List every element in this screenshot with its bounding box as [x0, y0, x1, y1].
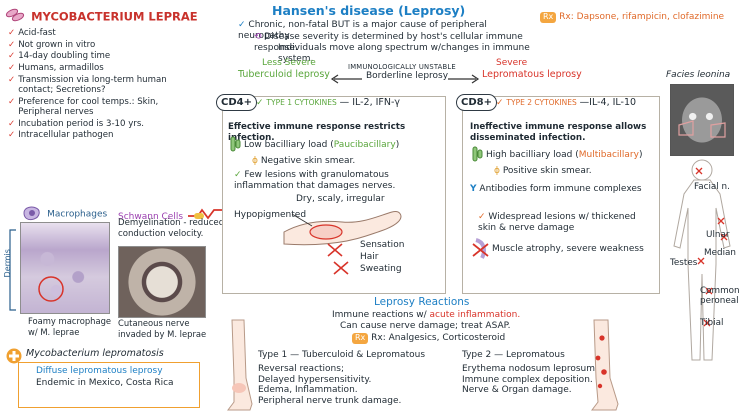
bacteria-icon	[4, 7, 26, 27]
muscle-icon	[472, 238, 490, 264]
page-title: Hansen's disease (Leprosy)	[272, 3, 466, 18]
lepromatosis-line2: Endemic in Mexico, Costa Rica	[36, 378, 174, 388]
lepromatosis-line1: Diffuse lepromatous leprosy	[36, 366, 163, 376]
cd4-badge: CD4+	[216, 90, 257, 111]
macrophage-label-group: Macrophages	[22, 204, 107, 225]
foamy-macrophage-image	[20, 222, 110, 314]
borderline-label: Borderline leprosy	[366, 71, 449, 81]
organism-header: MYCOBACTERIUM LEPRAE	[4, 6, 204, 27]
type1-cytokines: ✓ Type 1 cytokines — IL-2, IFN-γ	[256, 97, 401, 108]
type2-cytokines: ✓ Type 2 cytokines —IL-4, IL-10	[496, 97, 637, 108]
nerve-label-ulnar: Ulnar	[706, 230, 730, 240]
check-icon: ✓	[496, 98, 504, 108]
header-bullet-1: ✓ Chronic, non-fatal BUT is a major caus…	[238, 20, 487, 41]
tuberculoid-box	[222, 96, 446, 294]
fact-item: ✓Acid-fast	[8, 28, 56, 38]
lepromatous-label: Lepromatous leprosy	[482, 69, 582, 80]
arm-lesion-illustration	[282, 202, 406, 254]
type2-title: Type 2 — Lepromatous	[462, 350, 565, 360]
type2-details: Erythema nodosum leprosum; Immune comple…	[462, 364, 599, 395]
organism-facts: ✓Acid-fast ✓Not grown in vitro ✓14-day d…	[8, 28, 198, 142]
dermis-bracket	[4, 228, 16, 312]
reactions-rx: Rx Rx: Analgesics, Corticosteroid	[352, 333, 505, 344]
nerve-label-facial: Facial n.	[694, 182, 730, 192]
plus-icon	[6, 348, 22, 368]
schwann-label-group: Schwann Cells	[118, 204, 225, 224]
fact-item: ✓Transmission via long-term human contac…	[8, 74, 167, 96]
fact-item: ✓Humans, armadillos	[8, 63, 104, 74]
nerve-label-common-peroneal: Common peroneal	[700, 286, 739, 306]
cross-marks	[326, 240, 356, 284]
unstable-label: Immunologically unstable	[348, 63, 456, 71]
macrophage-icon	[22, 205, 42, 225]
fact-item: ✓Preference for cool temps.: Skin, Perip…	[8, 96, 159, 117]
nerve-icon	[188, 205, 225, 224]
reactions-line2: Can cause nerve damage; treat ASAP.	[340, 321, 511, 331]
spectrum-arrow-left	[330, 69, 364, 88]
fact-item: ✓Incubation period is 3-10 yrs.	[8, 118, 145, 129]
hypopigmented-label: Hypopigmented	[234, 210, 307, 220]
antibodies: Y Antibodies form immune complexes	[470, 184, 642, 194]
header-bullet-2b: Individuals move along spectrum w/change…	[278, 43, 530, 64]
lepromatosis-box: Mycobacterium lepromatosis Diffuse lepro…	[4, 346, 214, 410]
antibody-icon: Y	[470, 184, 477, 194]
cd8-badge: CD8+	[456, 90, 497, 111]
fact-item: ✓14-day doubling time	[8, 51, 111, 62]
lepromatous-box	[462, 96, 660, 294]
nerve-label-testes: Testes	[670, 258, 698, 268]
check-icon: ✓	[256, 98, 264, 108]
ineffective-response: Ineffective immune response allows disse…	[470, 122, 647, 143]
less-severe-label: Less Severe	[262, 58, 316, 68]
rx-icon: Rx	[352, 333, 369, 344]
dermis-label: Dermis	[2, 249, 12, 278]
schwann-label: Schwann Cells	[118, 212, 184, 222]
bacillus-icon-2	[470, 146, 484, 166]
spectrum-arrow-right	[446, 69, 480, 88]
cutaneous-nerve-image	[118, 246, 206, 318]
muscle-atrophy: Muscle atrophy, severe weakness	[492, 244, 644, 254]
leg-illustration-1	[224, 318, 254, 418]
sweating-label: Sweating	[360, 264, 402, 274]
type1-title: Type 1 — Tuberculoid & Lepromatous	[258, 350, 426, 360]
high-load: High bacilliary load (Multibacillary)	[486, 150, 643, 160]
lepromatosis-title: Mycobacterium lepromatosis	[26, 348, 164, 359]
fact-item: ✓Intracellular pathogen	[8, 130, 114, 141]
nerve-label-tibial: Tibial	[700, 318, 724, 328]
sensation-label: Sensation	[360, 240, 405, 250]
low-load: Low bacilliary load (Paucibacillary)	[244, 140, 400, 150]
leg-illustration-2	[586, 318, 620, 418]
effective-response: Effective immune response restricts infe…	[228, 122, 406, 143]
nerve-caption: Cutaneous nerve invaded by M. leprae	[118, 318, 207, 339]
macrophages-label: Macrophages	[47, 209, 108, 220]
swab-icon: ϕ	[252, 156, 258, 166]
severe-label: Severe	[496, 58, 528, 68]
facies-title: Facies leonina	[666, 70, 731, 80]
rx-main: Rx Rx: Dapsone, rifampicin, clofazimine	[540, 12, 724, 23]
fact-item: ✓Not grown in vitro	[8, 39, 96, 50]
header-bullet-2: ⟲ Disease severity is determined by host…	[254, 32, 523, 53]
negative-smear: ϕ Negative skin smear.	[252, 156, 356, 166]
few-lesions: ✓ Few lesions with granulomatous inflamm…	[234, 170, 396, 191]
dry-scaly: Dry, scaly, irregular	[296, 194, 385, 204]
widespread-lesions: ✓ Widespread lesions w/ thickened skin &…	[478, 212, 636, 233]
body-outline	[664, 154, 736, 372]
facies-leonina-image	[670, 84, 734, 156]
nerve-label-median: Median	[704, 248, 736, 258]
reload-icon: ⟲	[254, 32, 262, 42]
reactions-line1: Immune reactions w/ acute inflammation.	[332, 310, 521, 320]
foamy-caption: Foamy macrophage w/ M. leprae	[28, 316, 112, 337]
bacillus-icon	[228, 136, 242, 156]
reactions-title: Leprosy Reactions	[374, 296, 470, 308]
swab-icon: ϕ	[494, 166, 500, 176]
rx-icon: Rx	[540, 12, 557, 23]
positive-smear: ϕ Positive skin smear.	[494, 166, 592, 176]
hair-label: Hair	[360, 252, 379, 262]
tuberculoid-label: Tuberculoid leprosy	[238, 69, 330, 80]
type1-details: Reversal reactions; Delayed hypersensiti…	[258, 364, 402, 406]
demyelination-note: Demyelination - reduced conduction veloc…	[118, 218, 225, 239]
organism-title: MYCOBACTERIUM LEPRAE	[31, 9, 198, 24]
